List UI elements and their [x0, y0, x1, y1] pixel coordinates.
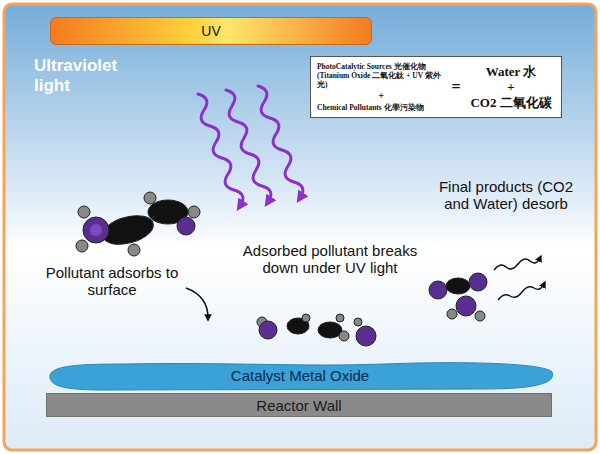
equation-term: PhotoCatalytic Sources 光催化物 (Titanium Ox…	[317, 62, 445, 89]
broken-fragments	[257, 314, 376, 346]
uv-rays	[198, 86, 303, 206]
equation-term: +	[467, 79, 555, 95]
equation-term: =	[445, 77, 467, 96]
equation-column: Water 水+CO2 二氧化碳	[467, 64, 555, 111]
catalyst-band: Catalyst Metal Oxide	[44, 358, 556, 392]
equation-term: Chemical Pollutants 化學污染物	[317, 103, 445, 112]
light-label: Ultraviolet light	[34, 56, 154, 95]
step-label: Final products (CO2 and Water) desorb	[438, 178, 574, 213]
equation-box: PhotoCatalytic Sources 光催化物 (Titanium Ox…	[310, 56, 562, 118]
equation-term: CO2 二氧化碳	[467, 95, 555, 111]
adsorb-arrow	[186, 288, 208, 318]
reactor-wall: Reactor Wall	[46, 393, 552, 417]
catalyst-label: Catalyst Metal Oxide	[225, 365, 375, 386]
step-label: Adsorbed pollutant breaks down under UV …	[232, 242, 428, 277]
uv-label: UV	[201, 23, 220, 39]
desorb-arrows	[494, 258, 544, 300]
uv-bar: UV	[50, 17, 372, 45]
equation-column: PhotoCatalytic Sources 光催化物 (Titanium Ox…	[317, 61, 445, 113]
equation-term: Water 水	[467, 64, 555, 80]
equation-column: =	[445, 77, 467, 96]
equation-term: +	[317, 90, 445, 102]
product-molecules	[429, 273, 487, 321]
pollutant-molecule	[76, 192, 200, 256]
step-label: Pollutant adsorbs to surface	[28, 264, 196, 299]
wall-label: Reactor Wall	[250, 395, 347, 416]
panel-background	[4, 4, 596, 450]
